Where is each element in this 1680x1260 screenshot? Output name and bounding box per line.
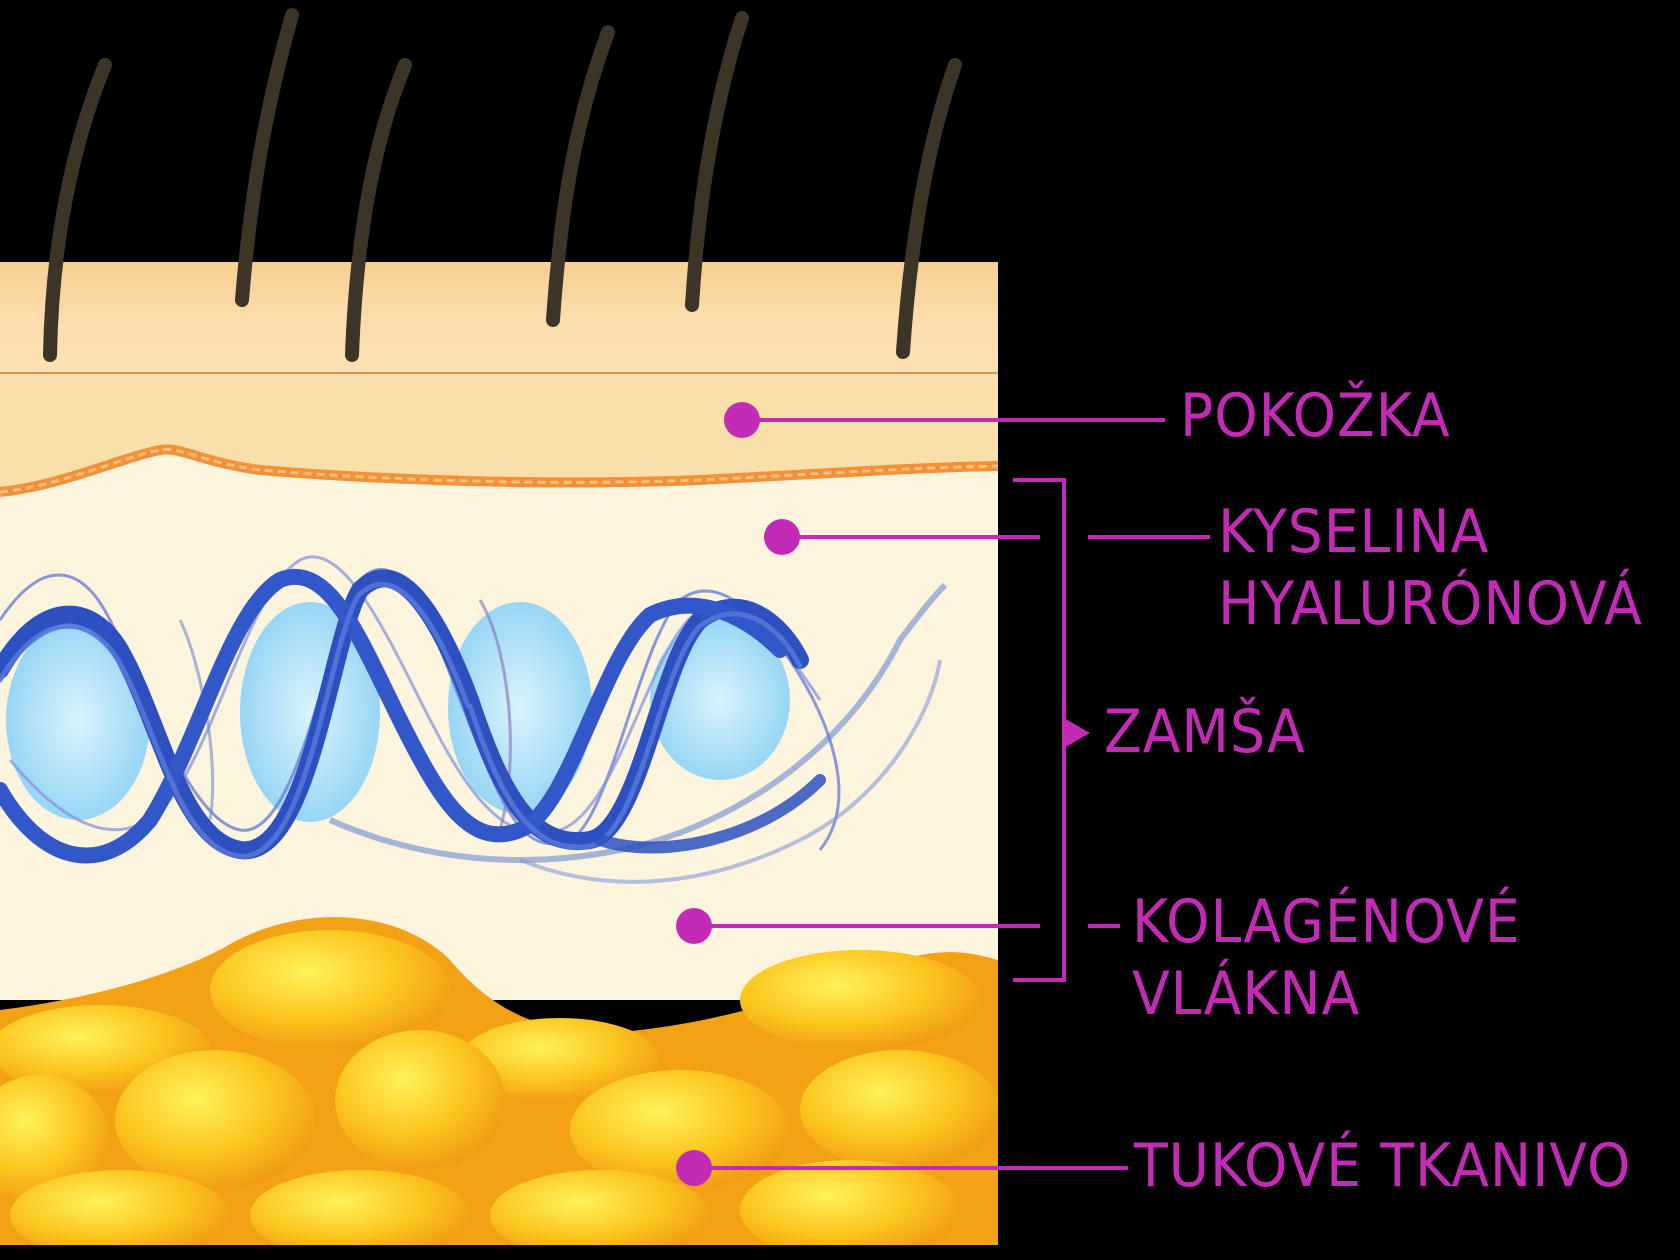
hairs bbox=[43, 8, 962, 362]
basement-membrane-texture bbox=[0, 447, 998, 494]
dot-collagen bbox=[676, 908, 712, 944]
label-collagen-line1: KOLAGÉNOVÉ bbox=[1132, 887, 1521, 957]
fat-tissue-layer bbox=[0, 917, 998, 1245]
leader-dots bbox=[676, 402, 800, 1186]
leader-lines bbox=[694, 418, 1210, 1170]
collagen-helix bbox=[0, 569, 826, 864]
label-dermis: ZAMŠA bbox=[1104, 697, 1306, 767]
hair-6 bbox=[896, 58, 962, 359]
label-hyaluronic-line1: KYSELINA bbox=[1218, 497, 1490, 567]
label-hyaluronic-line2: HYALURÓNOVÁ bbox=[1218, 569, 1643, 639]
label-epidermis: POKOŽKA bbox=[1180, 381, 1451, 451]
dot-hyaluronic bbox=[764, 519, 800, 555]
dot-epidermis bbox=[724, 402, 760, 438]
hair-1 bbox=[43, 58, 112, 362]
hair-2 bbox=[235, 8, 299, 307]
hair-4 bbox=[546, 25, 615, 327]
epidermis-upper bbox=[0, 262, 998, 372]
dot-fat bbox=[676, 1150, 712, 1186]
label-fat-tissue: TUKOVÉ TKANIVO bbox=[1134, 1131, 1632, 1201]
dermis-bracket bbox=[1013, 478, 1066, 982]
dermis-bracket-arrow bbox=[1064, 718, 1090, 748]
hair-5 bbox=[685, 11, 749, 312]
label-collagen-line2: VLÁKNA bbox=[1132, 959, 1361, 1029]
skin-block bbox=[0, 262, 998, 1245]
hair-3 bbox=[345, 58, 412, 362]
